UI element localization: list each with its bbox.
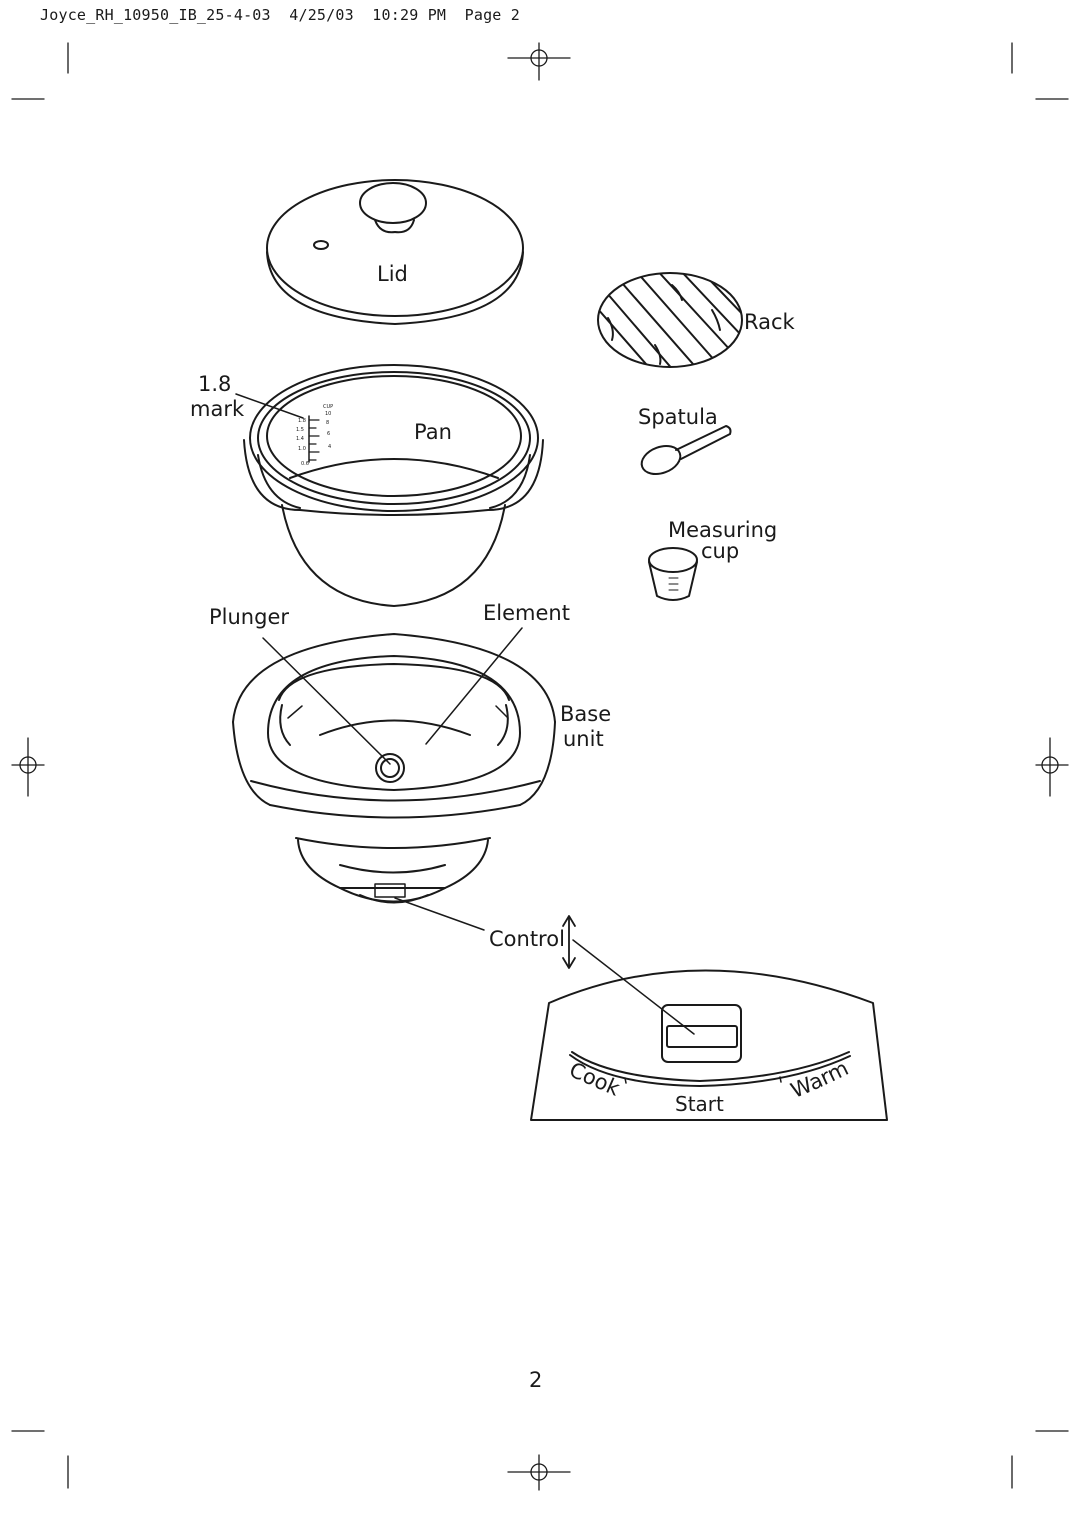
registration-target-right [1035,737,1069,797]
pan-scale-left-3: 1.4 [296,436,304,442]
control-panel-drawing [530,969,888,1121]
pan-scale-left-2: 1.5 [296,427,304,433]
pan-scale-left-1: 1.8 [298,418,306,424]
unit-label: unit [563,727,604,751]
pan-scale-right-3: 6 [327,431,330,437]
pan-label: Pan [414,420,452,444]
registration-target-left [11,737,45,797]
pan-scale-header: CUP [323,404,333,410]
pan-drawing [243,364,544,607]
pan-scale-right-1: 10 [325,411,331,417]
plunger-label: Plunger [209,605,290,629]
print-slug: Joyce_RH_10950_IB_25-4-03 4/25/03 10:29 … [40,6,520,24]
measuring-label: Measuring [668,518,778,542]
pan-scale-right-4: 4 [328,444,331,450]
pan-scale-left-5: 0.6 [301,461,309,467]
rack-drawing [597,272,743,368]
control-slide-arrows [562,915,576,969]
measuring-cup-drawing [648,547,698,601]
rack-label: Rack [744,310,795,334]
spatula-label: Spatula [638,405,718,429]
base-unit-drawing [232,633,556,904]
pan-scale-left-4: 1.0 [298,446,306,452]
element-leader-line [425,627,523,745]
mark-leader-line [235,393,304,419]
registration-target-top [507,42,571,81]
control-label: Control [489,927,565,951]
pan-scale-labels: CUP 1.8 1.5 1.4 1.0 0.6 10 8 6 4 [296,404,333,467]
control-leader-line-to-panel [572,939,695,1035]
control-leader-line-to-base [394,897,485,931]
start-label: Start [675,1092,724,1116]
plunger-leader-line [262,637,391,765]
base-label: Base [560,702,612,726]
page-number: 2 [529,1368,543,1392]
registration-target-bottom [507,1454,571,1491]
element-label: Element [483,601,570,625]
mark-value-label: 1.8 [198,372,232,396]
lid-drawing [266,179,524,325]
crop-marks [11,42,1069,1489]
spatula-drawing [640,425,732,476]
pan-scale-right-2: 8 [326,420,329,426]
lid-label: Lid [377,262,408,286]
cup-label: cup [701,539,740,563]
mark-label: mark [190,397,245,421]
